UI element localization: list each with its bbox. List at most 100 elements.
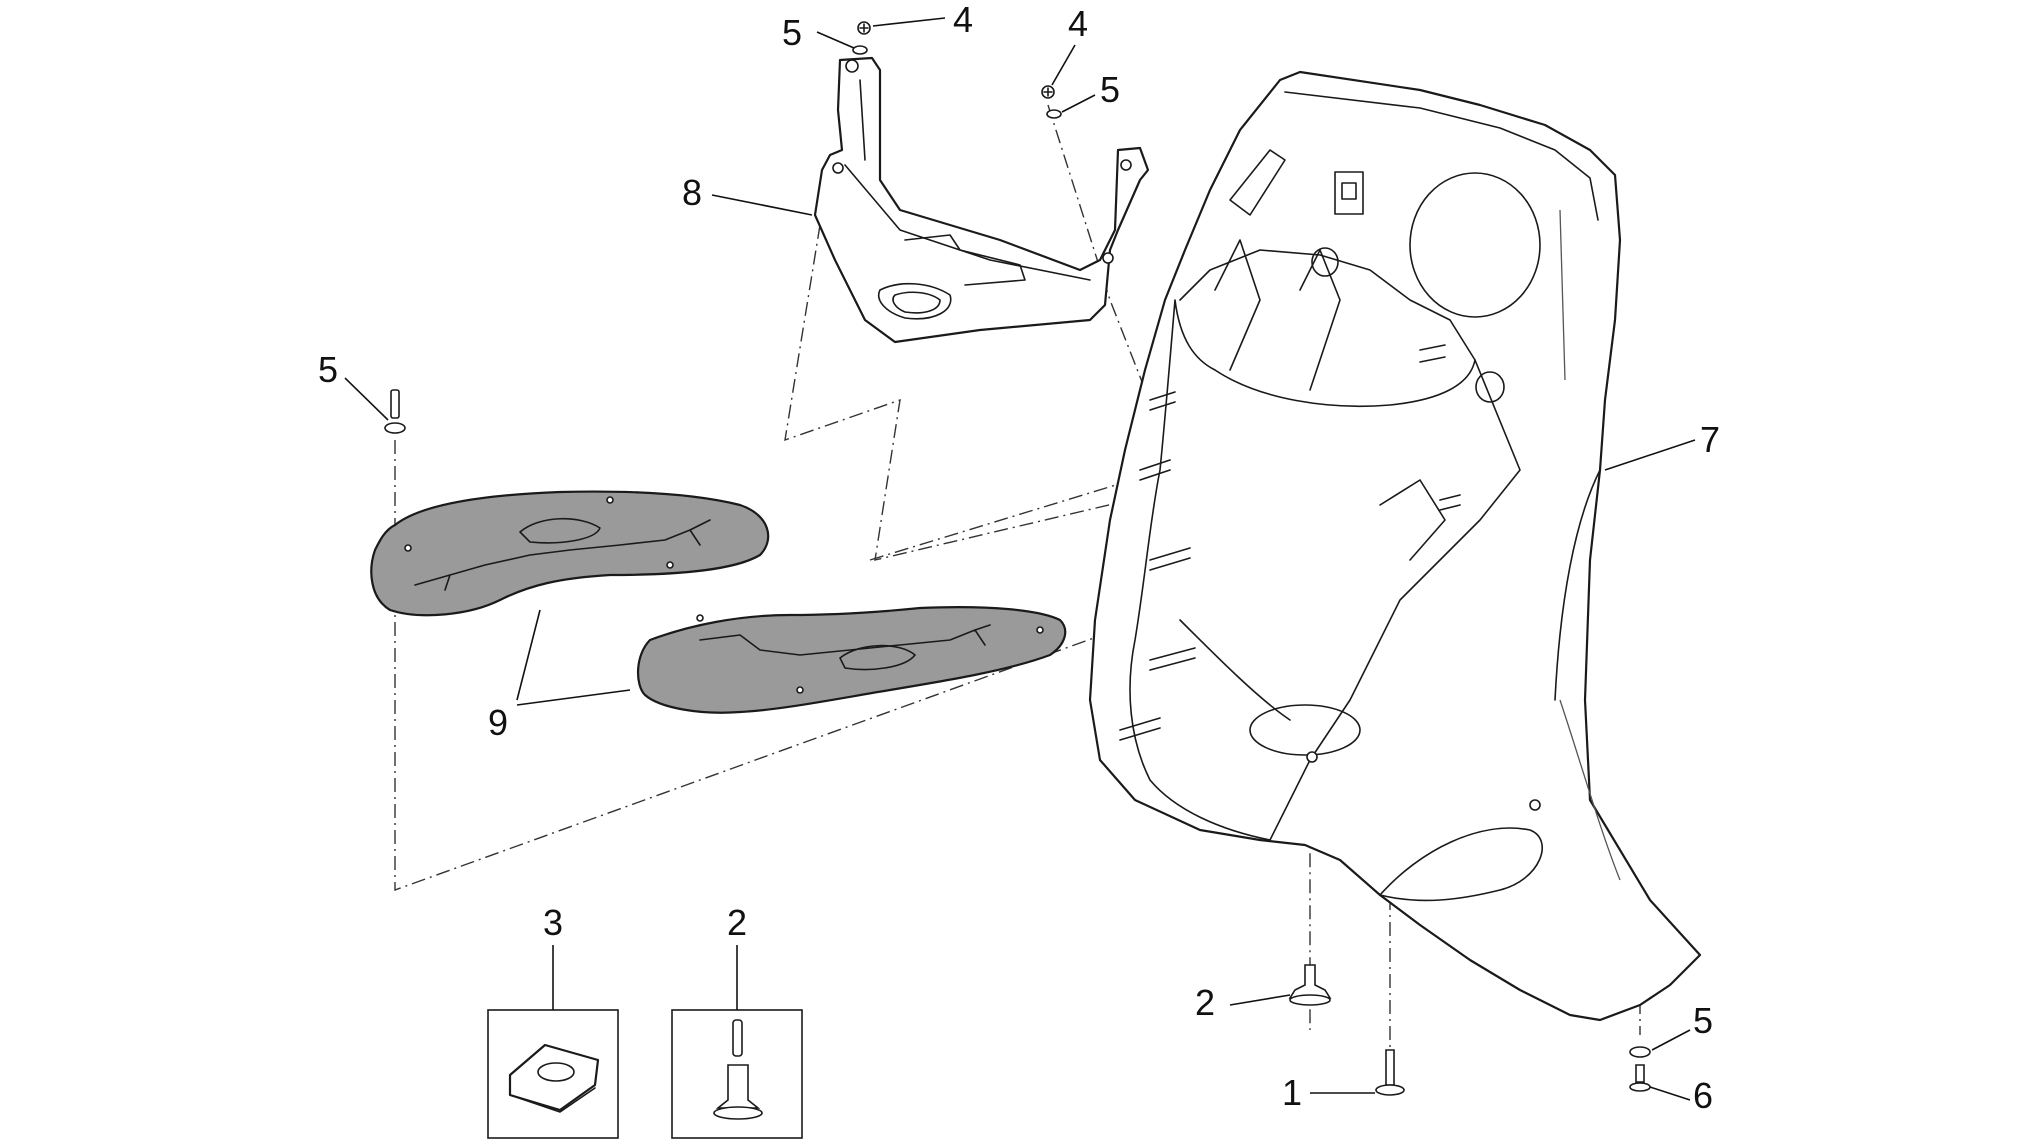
bracket-body: [813, 56, 1150, 344]
bracket-hole-top: [845, 59, 859, 73]
shield-glovebox-slot: [1229, 149, 1286, 216]
washer-5-top-left: [852, 45, 868, 55]
shield-floor-line: [1179, 619, 1291, 721]
callout-1: 1: [1282, 1072, 1302, 1113]
callout-2-box: 2: [727, 902, 747, 943]
leader-6: [1649, 1086, 1691, 1101]
floor-mat-upper-rib: [414, 519, 711, 591]
leader-2: [1229, 994, 1291, 1006]
floor-mat-upper-hole: [519, 517, 601, 544]
shield-rib-left: [1214, 239, 1261, 371]
bracket-recess-inner: [892, 291, 941, 314]
shield-peg-6: [1419, 344, 1446, 363]
callout-9: 9: [488, 702, 508, 743]
mat-hole-6: [796, 686, 804, 694]
shield-top-rim: [1284, 91, 1599, 221]
leader-4-top-left: [872, 17, 946, 27]
bracket-recess: [878, 282, 952, 320]
shield-crease-2: [1559, 209, 1566, 381]
callout-5-left: 5: [318, 349, 338, 390]
shield-peg-1: [1149, 391, 1176, 411]
washer-5-bottom-right: [1629, 1046, 1651, 1058]
shield-right-edge: [1554, 469, 1601, 701]
shield-peg-4: [1149, 647, 1196, 671]
rivet-flange: [713, 1106, 763, 1120]
floor-mat-lower-hole: [839, 644, 916, 671]
leader-5-top-right: [1061, 94, 1096, 113]
screw-6: [1635, 1064, 1645, 1083]
bracket-hole-right: [1120, 159, 1132, 171]
callout-3: 3: [543, 902, 563, 943]
floor-mat-lower: [636, 606, 1067, 714]
shield-outer: [1088, 70, 1702, 1022]
shield-edge-step: [1379, 479, 1446, 561]
floor-mat-upper: [370, 490, 770, 617]
shield-hole-lower-right: [1529, 799, 1541, 811]
callout-7: 7: [1700, 419, 1720, 460]
screw-1-head: [1375, 1084, 1405, 1096]
shield-inner-cavity: [1129, 299, 1521, 841]
bracket-hole-low: [1102, 252, 1114, 264]
leader-8: [711, 194, 813, 216]
leader-lines: [344, 17, 1696, 1101]
shield-inner-wall: [1179, 249, 1476, 361]
callout-5-bottom-right: 5: [1693, 1000, 1713, 1041]
callout-5-top-right: 5: [1100, 69, 1120, 110]
callout-4-top-left: 4: [953, 0, 973, 40]
rivet-2: [1288, 964, 1332, 999]
shield-speaker-hole: [1409, 172, 1541, 318]
leader-5-bottom-right: [1651, 1029, 1691, 1051]
rivet-pin: [732, 1019, 743, 1057]
leader-5-left: [344, 377, 389, 421]
shield-peg-3: [1149, 547, 1191, 571]
assembly-line-bracket-to-mat: [784, 224, 1216, 561]
shield-small-hole-lower: [1475, 371, 1505, 403]
bracket-fold: [844, 164, 1091, 281]
shield-hole-lower-left: [1306, 751, 1318, 763]
part-8-bracket: [813, 56, 1150, 344]
clip-nut-edge: [509, 1087, 596, 1113]
bracket-rib: [859, 79, 866, 161]
callout-2: 2: [1195, 982, 1215, 1023]
washer-5-left: [384, 422, 406, 434]
rivet-2-base: [1289, 994, 1331, 1006]
mat-hole-4: [696, 614, 704, 622]
leader-7: [1604, 439, 1696, 471]
mat-hole-2: [606, 496, 614, 504]
leader-9-lower: [516, 689, 631, 706]
shield-floor-hole: [1249, 704, 1361, 756]
leader-9-upper: [516, 609, 541, 701]
screw-1: [1385, 1049, 1395, 1086]
inset-box-2: [671, 1009, 803, 1139]
leader-5-top-left: [816, 31, 855, 49]
shield-switch-inner: [1341, 182, 1357, 200]
hardware-top: [852, 21, 1062, 119]
screw-6-head: [1629, 1082, 1651, 1092]
floor-mat-lower-rib: [699, 624, 991, 656]
pin-5-left: [390, 389, 400, 419]
part-7-leg-shield: [1088, 70, 1702, 1022]
leader-4-top-right: [1051, 44, 1076, 86]
shield-small-hole-upper: [1311, 247, 1339, 277]
callout-labels: 4 5 4 5 8 5 7 9 3 2 2 1 5 6: [318, 0, 1720, 1116]
hardware-left: [384, 389, 406, 434]
hardware-bottom: [1288, 964, 1651, 1096]
rivet-body: [715, 1064, 761, 1109]
shield-peg-7: [1439, 494, 1461, 511]
callout-4-top-right: 4: [1068, 3, 1088, 44]
screw-4-top-right-cross: [1043, 87, 1053, 97]
mat-hole-5: [1036, 626, 1044, 634]
callout-8: 8: [682, 172, 702, 213]
callout-5-top-left: 5: [782, 12, 802, 53]
bracket-hole-side: [832, 162, 844, 174]
mat-hole-3: [666, 561, 674, 569]
bracket-tab: [904, 234, 1026, 286]
shield-peg-5: [1119, 717, 1161, 741]
shield-lower-scoop: [1379, 827, 1543, 902]
part-9-floor-mats: [370, 490, 1067, 714]
shield-peg-2: [1139, 459, 1171, 481]
clip-nut-hole: [537, 1062, 575, 1082]
washer-5-top-right: [1046, 109, 1062, 119]
screw-4-top-left-cross: [859, 23, 869, 33]
